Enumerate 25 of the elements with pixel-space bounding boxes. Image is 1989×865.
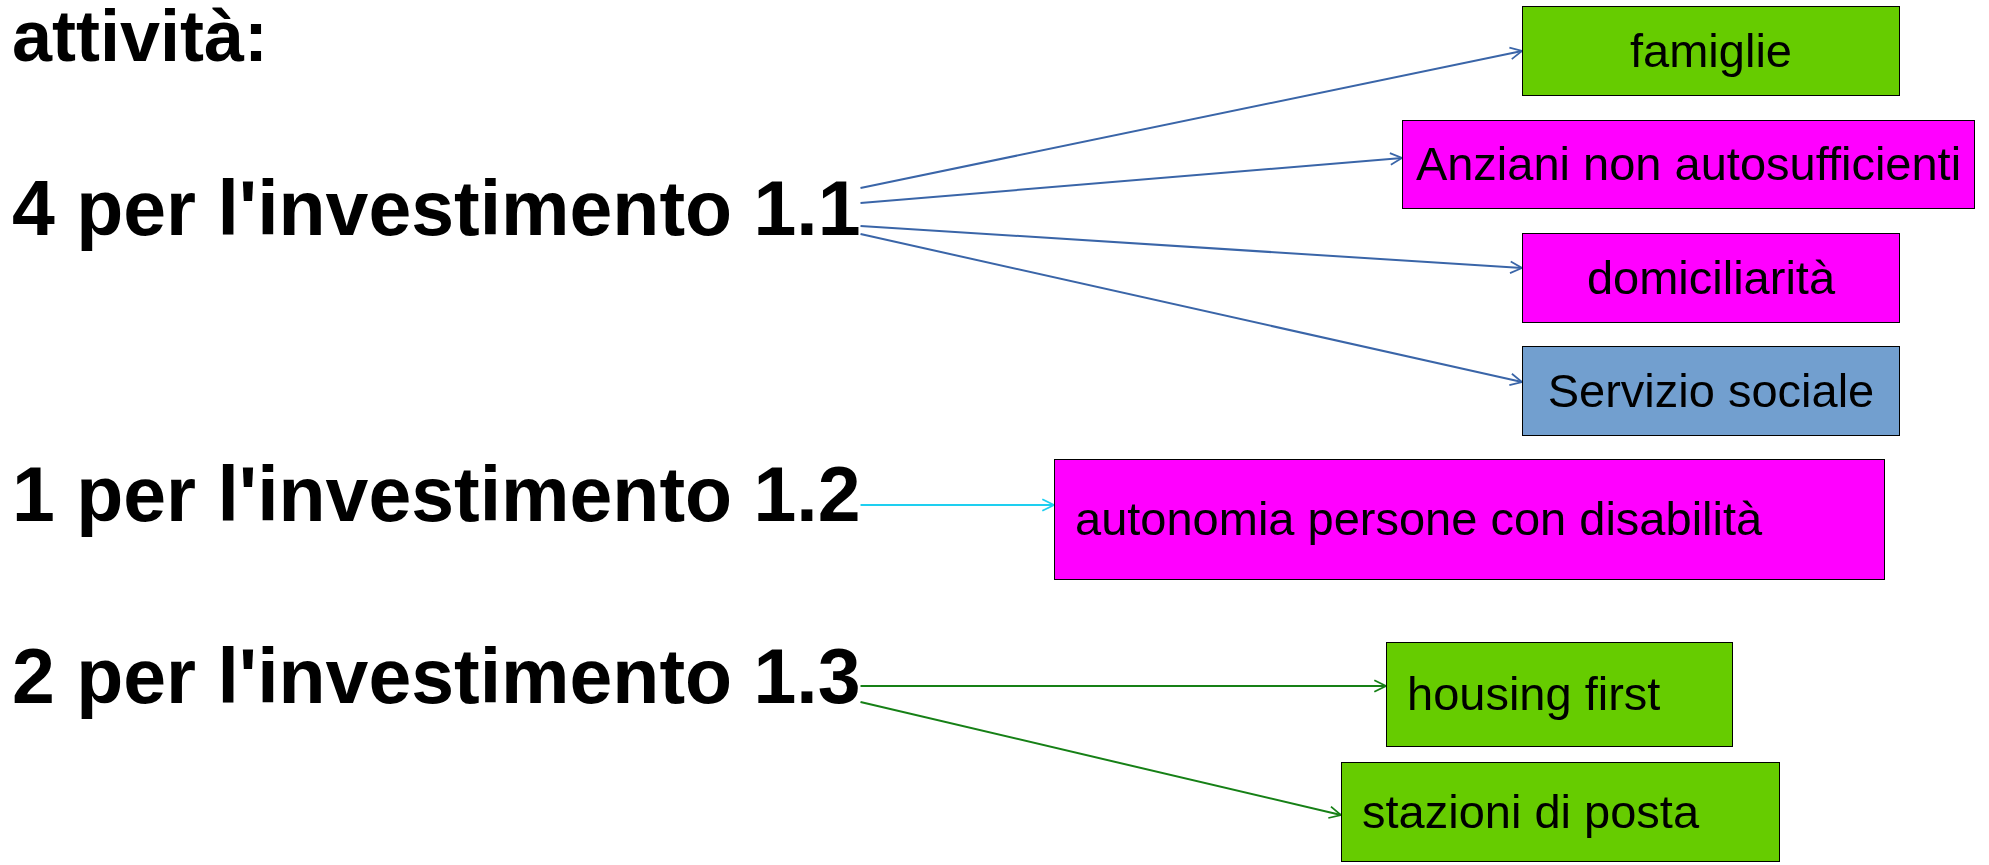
category-box (1054, 459, 1885, 580)
category-box (1522, 6, 1900, 96)
arrow (859, 498, 1055, 512)
heading: attività: (12, 0, 269, 72)
arrow (859, 225, 1523, 274)
category-box (1386, 642, 1733, 747)
arrow (859, 152, 1403, 204)
arrow (859, 679, 1387, 693)
box-label: domiciliarità (1586, 249, 1836, 306)
box-label: Anziani non autosufficienti (1415, 136, 1962, 193)
arrow (859, 46, 1523, 189)
box-label: housing first (1407, 666, 1661, 723)
arrow (859, 233, 1523, 386)
arrow (859, 701, 1342, 819)
category-box (1522, 233, 1900, 323)
box-label: stazioni di posta (1362, 783, 1700, 840)
investment-label: 2 per l'investimento 1.3 (12, 631, 861, 721)
box-label: autonomia persone con disabilità (1075, 491, 1763, 548)
category-box (1402, 120, 1975, 209)
investment-label: 1 per l'investimento 1.2 (12, 449, 861, 539)
box-label: famiglie (1630, 22, 1792, 79)
investment-label: 4 per l'investimento 1.1 (12, 163, 861, 253)
category-box (1341, 762, 1780, 862)
category-box (1522, 346, 1900, 436)
box-label: Servizio sociale (1547, 362, 1875, 419)
